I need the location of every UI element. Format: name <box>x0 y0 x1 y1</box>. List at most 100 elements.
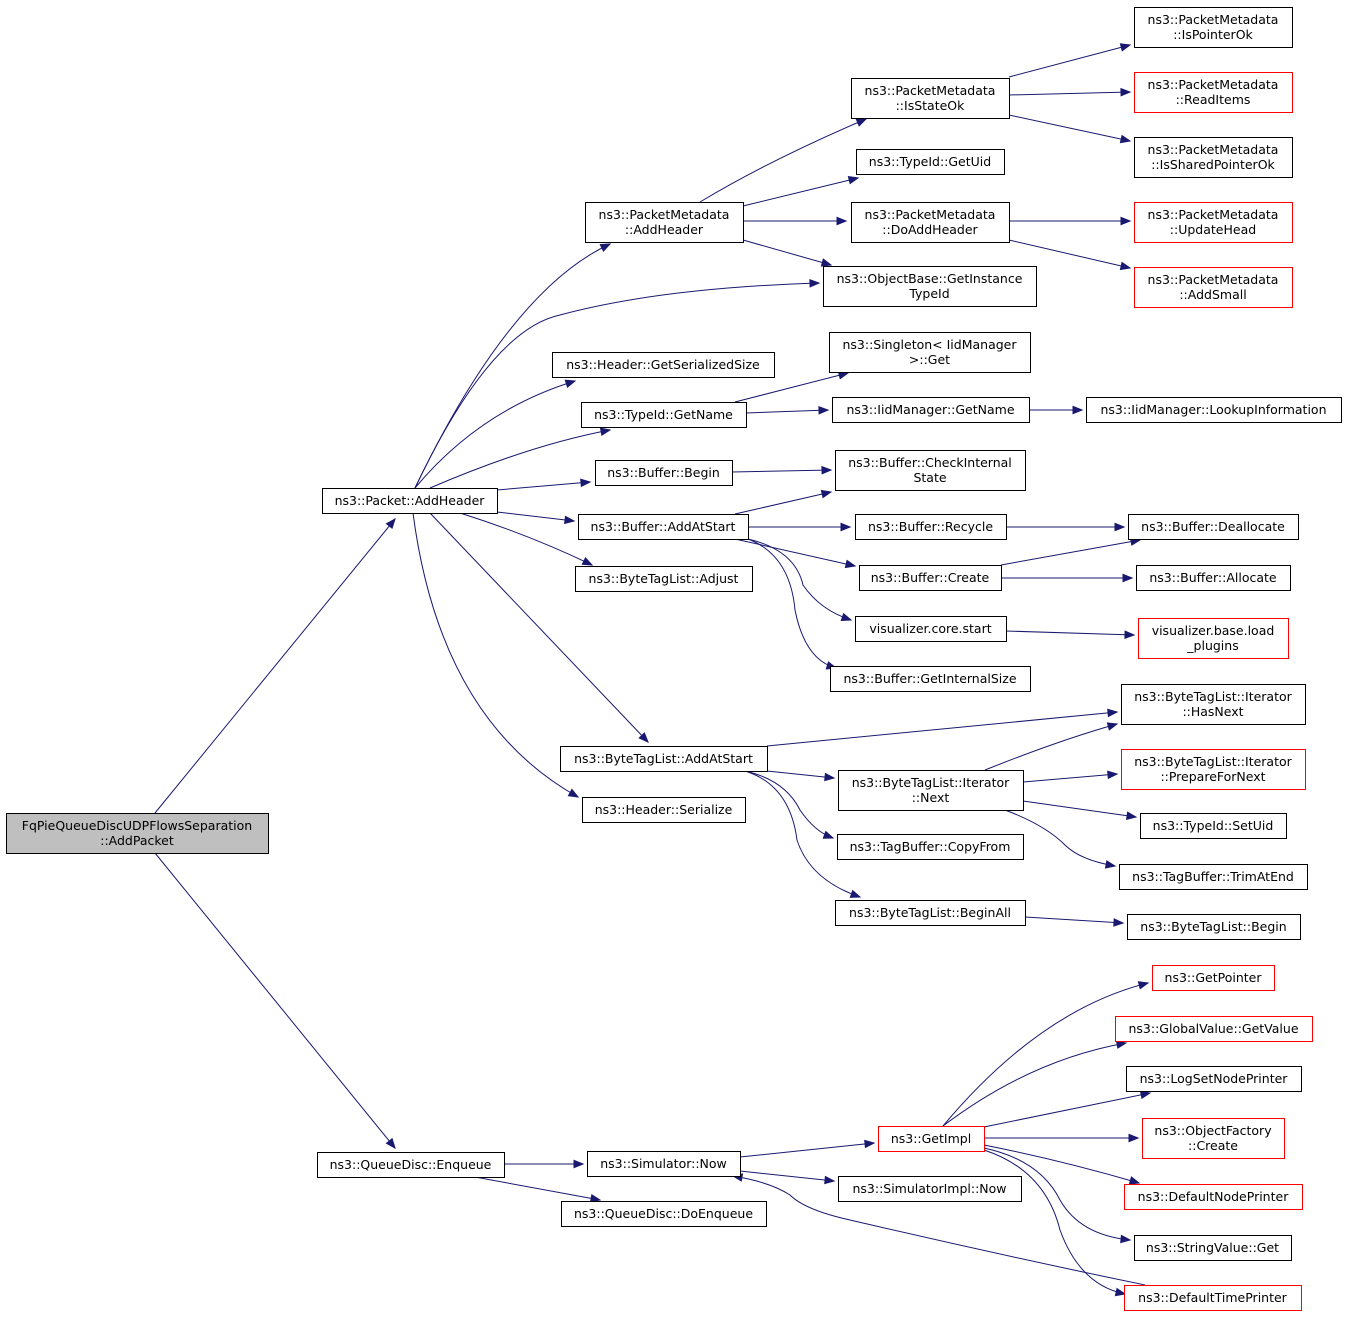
node-btli_hasnext[interactable]: ns3::ByteTagList::Iterator::HasNext <box>1121 684 1306 725</box>
node-box <box>851 202 1010 243</box>
node-buffer_deallocate[interactable]: ns3::Buffer::Deallocate <box>1128 514 1299 540</box>
node-label: ns3::TagBuffer::CopyFrom <box>850 839 1011 854</box>
edge-line <box>742 177 859 207</box>
node-btl_beginall[interactable]: ns3::ByteTagList::BeginAll <box>835 900 1026 926</box>
edge-arrowhead <box>599 427 612 437</box>
edge-arrowhead <box>1119 134 1132 144</box>
node-label: ns3::Buffer::CheckInternal <box>848 455 1012 470</box>
node-label: ns3::PacketMetadata <box>1148 77 1279 92</box>
node-box <box>1134 72 1293 113</box>
node-buffer_gis[interactable]: ns3::Buffer::GetInternalSize <box>830 666 1031 692</box>
edge-buffer_recycle-to-buffer_deallocate <box>1006 522 1126 532</box>
edge-getimpl-to-logsetnodeprinter <box>983 1090 1152 1128</box>
node-label: ns3::Buffer::Allocate <box>1149 570 1277 585</box>
edge-line <box>1008 44 1131 78</box>
node-header_gss[interactable]: ns3::Header::GetSerializedSize <box>552 352 775 378</box>
edge-packet_addheader-to-buffer_addatstart <box>496 511 576 525</box>
edge-arrowhead <box>1128 1133 1140 1143</box>
node-buffer_addatstart[interactable]: ns3::Buffer::AddAtStart <box>578 514 749 540</box>
node-box <box>830 666 1031 692</box>
node-label: ns3::Header::GetSerializedSize <box>566 357 760 372</box>
edge-line <box>1008 239 1131 269</box>
node-buffer_begin[interactable]: ns3::Buffer::Begin <box>595 460 733 486</box>
node-pm_doaddheader[interactable]: ns3::PacketMetadata::DoAddHeader <box>851 202 1010 243</box>
node-pm_issharedpointerok[interactable]: ns3::PacketMetadata::IsSharedPointerOk <box>1134 137 1293 178</box>
edge-btli_next-to-btli_preparefornext <box>1022 770 1119 783</box>
node-stringvalue_get[interactable]: ns3::StringValue::Get <box>1134 1235 1292 1261</box>
node-buffer_create[interactable]: ns3::Buffer::Create <box>859 565 1002 591</box>
node-box <box>1136 565 1291 591</box>
node-label: ns3::TypeId::GetUid <box>869 154 991 169</box>
node-pm_isstateok[interactable]: ns3::PacketMetadata::IsStateOk <box>851 78 1010 119</box>
edge-typeid_getname-to-iid_getname <box>745 405 830 415</box>
node-box <box>856 149 1005 175</box>
node-tagbuffer_trimatend[interactable]: ns3::TagBuffer::TrimAtEnd <box>1119 864 1308 890</box>
node-getimpl[interactable]: ns3::GetImpl <box>878 1126 985 1152</box>
node-objectfactory_create[interactable]: ns3::ObjectFactory::Create <box>1142 1118 1285 1159</box>
edge-line <box>699 118 867 203</box>
node-simulatorimpl_now[interactable]: ns3::SimulatorImpl::Now <box>838 1176 1022 1202</box>
node-typeid_getname[interactable]: ns3::TypeId::GetName <box>581 402 747 428</box>
node-btli_preparefornext[interactable]: ns3::ByteTagList::Iterator::PrepareForNe… <box>1121 749 1306 790</box>
node-btl_begin[interactable]: ns3::ByteTagList::Begin <box>1127 914 1301 940</box>
edge-iid_getname-to-iid_lookupinfo <box>1029 405 1084 415</box>
edge-line <box>1005 630 1135 636</box>
edge-line <box>766 770 835 779</box>
node-box <box>859 565 1002 591</box>
node-typeid_setuid[interactable]: ns3::TypeId::SetUid <box>1140 813 1287 839</box>
edge-arrowhead <box>1114 1287 1127 1297</box>
node-buffer_allocate[interactable]: ns3::Buffer::Allocate <box>1136 565 1291 591</box>
node-buffer_recycle[interactable]: ns3::Buffer::Recycle <box>855 514 1007 540</box>
node-singleton_get[interactable]: ns3::Singleton< IidManager >::Get <box>829 332 1031 373</box>
node-iid_getname[interactable]: ns3::IidManager::GetName <box>832 397 1030 423</box>
edge-line <box>1022 800 1137 818</box>
node-box <box>829 332 1031 373</box>
edge-line <box>1008 114 1131 142</box>
node-root[interactable]: FqPieQueueDiscUDPFlowsSeparation::AddPac… <box>6 813 269 854</box>
node-pm_updatehead[interactable]: ns3::PacketMetadata::UpdateHead <box>1134 202 1293 243</box>
edge-packet_addheader-to-buffer_begin <box>496 478 592 491</box>
node-logsetnodeprinter[interactable]: ns3::LogSetNodePrinter <box>1126 1066 1302 1092</box>
node-typeid_getuid[interactable]: ns3::TypeId::GetUid <box>856 149 1005 175</box>
node-simulator_now[interactable]: ns3::Simulator::Now <box>587 1151 741 1177</box>
node-box <box>1128 514 1299 540</box>
node-btl_adjust[interactable]: ns3::ByteTagList::Adjust <box>575 566 753 592</box>
node-box <box>851 78 1010 119</box>
node-queuedisc_doenqueue[interactable]: ns3::QueueDisc::DoEnqueue <box>561 1201 767 1227</box>
node-iid_lookupinfo[interactable]: ns3::IidManager::LookupInformation <box>1086 397 1342 423</box>
node-pm_readitems[interactable]: ns3::PacketMetadata::ReadItems <box>1134 72 1293 113</box>
node-pm_addsmall[interactable]: ns3::PacketMetadata::AddSmall <box>1134 267 1293 308</box>
node-viz_core_start[interactable]: visualizer.core.start <box>855 616 1007 642</box>
edge-arrowhead <box>1124 630 1136 640</box>
node-pm_ispointerok[interactable]: ns3::PacketMetadata::IsPointerOk <box>1134 7 1293 48</box>
node-btl_addatstart[interactable]: ns3::ByteTagList::AddAtStart <box>560 746 768 772</box>
node-label: ns3::LogSetNodePrinter <box>1140 1071 1289 1086</box>
node-box <box>6 813 269 854</box>
node-queuedisc_enqueue[interactable]: ns3::QueueDisc::Enqueue <box>317 1152 505 1178</box>
node-viz_base_loadplugins[interactable]: visualizer.base.load_plugins <box>1138 618 1289 659</box>
node-label: TypeId <box>908 286 949 301</box>
edge-queuedisc_enqueue-to-simulator_now <box>504 1159 585 1169</box>
edge-btl_addatstart-to-btli_next <box>766 770 836 782</box>
node-pm_addheader[interactable]: ns3::PacketMetadata::AddHeader <box>585 202 744 243</box>
edge-arrowhead <box>1114 522 1126 532</box>
node-btli_next[interactable]: ns3::ByteTagList::Iterator::Next <box>838 770 1024 811</box>
node-label: _plugins <box>1186 638 1238 653</box>
node-getpointer[interactable]: ns3::GetPointer <box>1152 965 1275 991</box>
node-defaultnodeprinter[interactable]: ns3::DefaultNodePrinter <box>1124 1184 1303 1210</box>
edge-arrowhead <box>564 379 577 388</box>
node-header_serialize[interactable]: ns3::Header::Serialize <box>582 797 746 823</box>
node-tagbuffer_copyfrom[interactable]: ns3::TagBuffer::CopyFrom <box>837 834 1024 860</box>
edge-arrowhead <box>820 489 833 499</box>
edge-line <box>154 852 396 1149</box>
edge-line <box>1022 773 1118 783</box>
edge-packet_addheader-to-btl_addatstart <box>429 512 649 743</box>
node-packet_addheader[interactable]: ns3::Packet::AddHeader <box>322 488 498 514</box>
edge-line <box>739 1170 835 1182</box>
node-globalvalue_getvalue[interactable]: ns3::GlobalValue::GetValue <box>1115 1016 1313 1042</box>
edge-arrowhead <box>820 258 833 267</box>
node-defaulttimeprinter[interactable]: ns3::DefaultTimePrinter <box>1124 1285 1302 1311</box>
edge-arrowhead <box>1119 43 1132 52</box>
